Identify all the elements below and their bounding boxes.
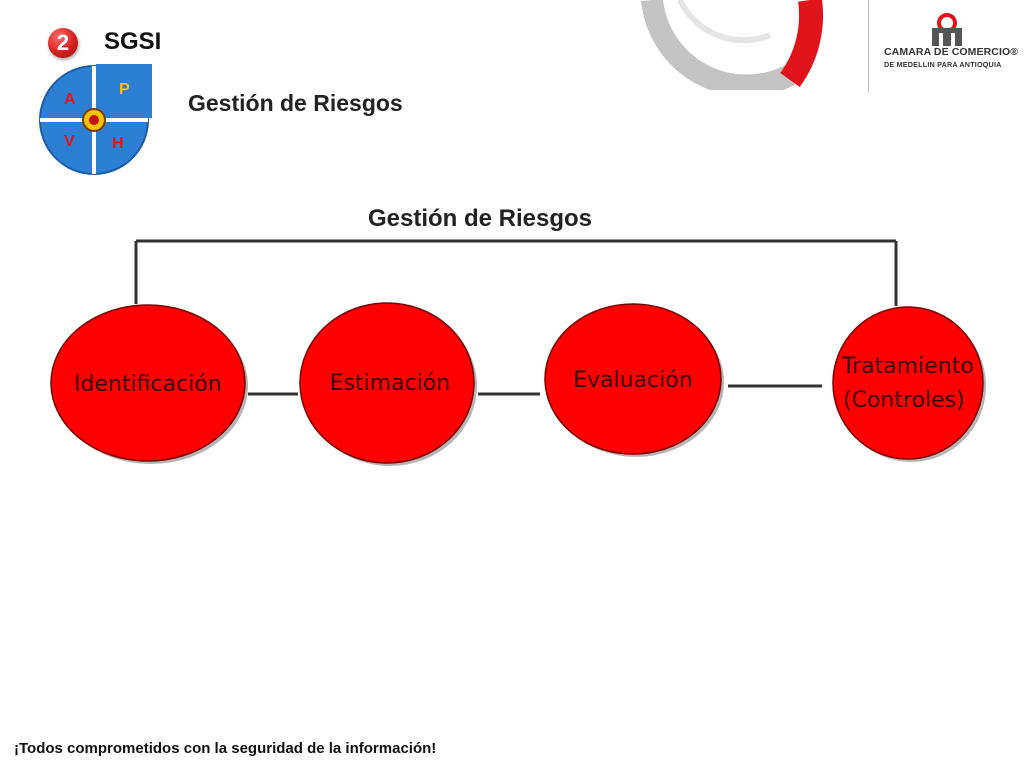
logo-line2: DE MEDELLIN PARA ANTIOQUIA <box>884 60 1002 69</box>
page-title: SGSI <box>104 28 162 55</box>
step-circle-evaluacion <box>544 303 722 455</box>
decorative-ring-graphic <box>641 0 824 90</box>
step-label-estimacion: Estimación <box>329 371 451 396</box>
cycle-quadrant-a: A <box>64 91 76 108</box>
step-label-identificacion: Identificación <box>74 372 222 397</box>
logo-divider <box>868 0 869 92</box>
step-label-evaluacion: Evaluación <box>573 368 693 393</box>
cycle-quadrant-h: H <box>112 135 124 152</box>
logo-line1: CAMARA DE COMERCIO® <box>884 46 1019 58</box>
step-circle-identificacion <box>50 304 246 462</box>
chamber-logo-icon <box>932 13 962 46</box>
step-number-badge: 2 <box>48 28 78 58</box>
diagram-title: Gestión de Riesgos <box>367 205 593 232</box>
cycle-quadrant-v: V <box>64 133 75 150</box>
cycle-quadrant-p: P <box>119 81 130 98</box>
step-circle-tratamiento <box>832 306 984 460</box>
phva-cycle-icon: P H V A <box>39 64 152 175</box>
step-circle-estimacion <box>299 302 475 464</box>
step-label-tratamiento: Tratamiento <box>842 354 974 379</box>
step-label-controles: (Controles) <box>843 388 965 413</box>
footer-slogan: ¡Todos comprometidos con la seguridad de… <box>14 740 437 757</box>
section-subtitle: Gestión de Riesgos <box>188 90 403 116</box>
chamber-logo-text: CAMARA DE COMERCIO® DE MEDELLIN PARA ANT… <box>884 46 1024 69</box>
